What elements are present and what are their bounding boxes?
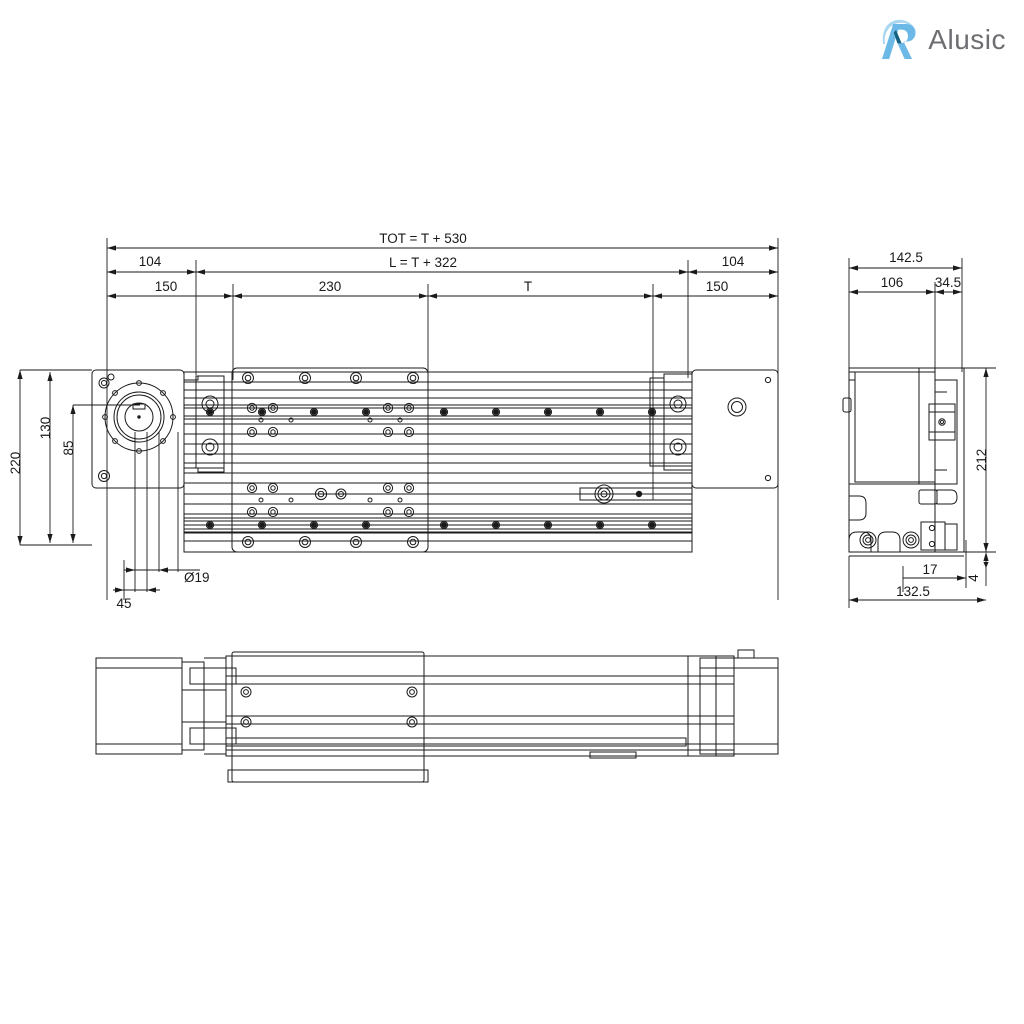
dim-4-label: 4 [966,574,981,582]
brand-logo: Alusic [879,18,1006,62]
right-end-plate [691,369,779,489]
top-view-geometry [91,367,779,553]
top-view-vertical-dimensions [17,369,140,546]
dim-220-label: 220 [8,452,23,475]
top-view-bottom-dimensions [113,432,200,600]
dim-142-5-label: 142.5 [889,250,923,265]
dim-left104-label: 104 [139,254,162,269]
top-view-dimension-chain [106,238,779,600]
dim-45-label: 45 [116,596,131,611]
side-view-geometry [842,367,965,557]
dim-tot-label: TOT = T + 530 [379,231,467,246]
coupling-housing [183,375,225,473]
dim-230-label: 230 [319,279,342,294]
dim-dia19-label: Ø19 [184,570,210,585]
guide-rail-bottom [183,517,693,533]
front-end-cap [699,657,779,755]
dim-right150-label: 150 [706,279,729,294]
dim-17-label: 17 [922,562,937,577]
side-view-dimension-chain [848,258,996,608]
dim-130-label: 130 [38,417,53,440]
front-extrusion [225,655,735,757]
dim-left150-label: 150 [155,279,178,294]
carriage-hole-pattern [242,372,419,548]
side-carriage-plate [854,371,936,483]
alusic-a-logo-icon [879,18,919,62]
dim-106-label: 106 [881,275,904,290]
rail-bolt-holes [207,409,655,528]
front-carriage [231,651,425,783]
dim-right104-label: 104 [722,254,745,269]
front-motor [95,657,183,755]
dim-l-label: L = T + 322 [389,255,457,270]
front-view-geometry [95,649,779,783]
dim-85-label: 85 [61,440,76,455]
brand-name: Alusic [928,24,1006,55]
carriage-plate [231,367,429,553]
dim-t-label: T [524,279,532,294]
right-bracket [649,373,693,471]
dim-212-label: 212 [974,449,989,472]
dim-34-5-label: 34.5 [935,275,961,290]
dim-132-5-label: 132.5 [896,584,930,599]
